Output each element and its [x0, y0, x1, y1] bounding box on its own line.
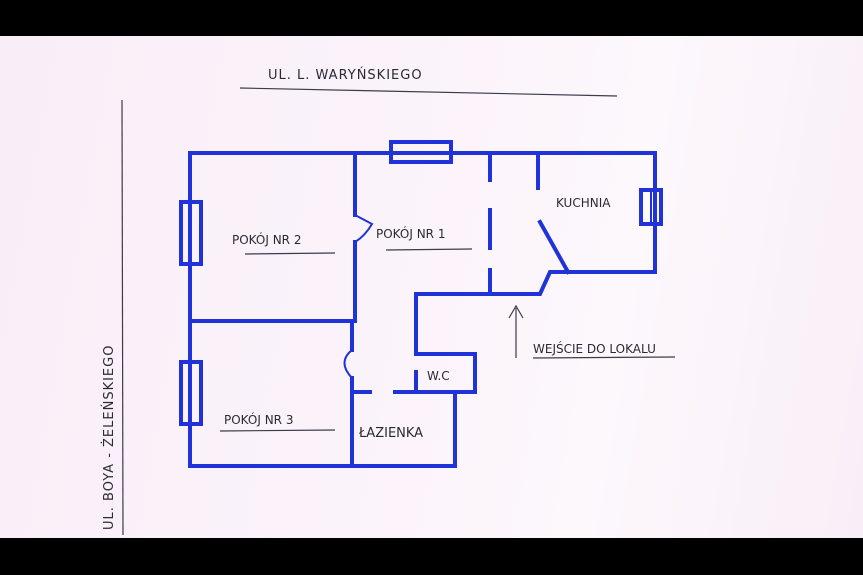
label-room1: POKÓJ NR 1	[376, 226, 445, 241]
kitchen-door-line	[537, 219, 571, 275]
street-label-left: UL. BOYA - ŻELEŃSKIEGO	[101, 345, 117, 530]
paper-sheet	[0, 36, 863, 538]
underline-room1	[385, 248, 473, 251]
label-wc: W.C	[427, 369, 450, 383]
door-room2	[354, 214, 374, 243]
letterbox-top	[0, 0, 863, 36]
entrance-arrow-head	[508, 304, 524, 319]
street-line-top	[239, 87, 618, 97]
underline-room2	[244, 252, 336, 255]
street-line-left	[121, 99, 124, 536]
letterbox-bottom	[0, 538, 863, 575]
label-kitchen: KUCHNIA	[556, 196, 611, 210]
underline-entrance	[532, 356, 676, 359]
label-bathroom: ŁAZIENKA	[358, 426, 423, 441]
outer-wall	[188, 151, 657, 468]
door-room3	[343, 349, 353, 379]
underline-room3	[219, 429, 336, 432]
label-room3: POKÓJ NR 3	[224, 412, 293, 427]
label-entrance: WEJŚCIE DO LOKALU	[533, 341, 656, 356]
street-label-top: UL. L. WARYŃSKIEGO	[268, 67, 423, 83]
label-room2: POKÓJ NR 2	[232, 232, 301, 247]
